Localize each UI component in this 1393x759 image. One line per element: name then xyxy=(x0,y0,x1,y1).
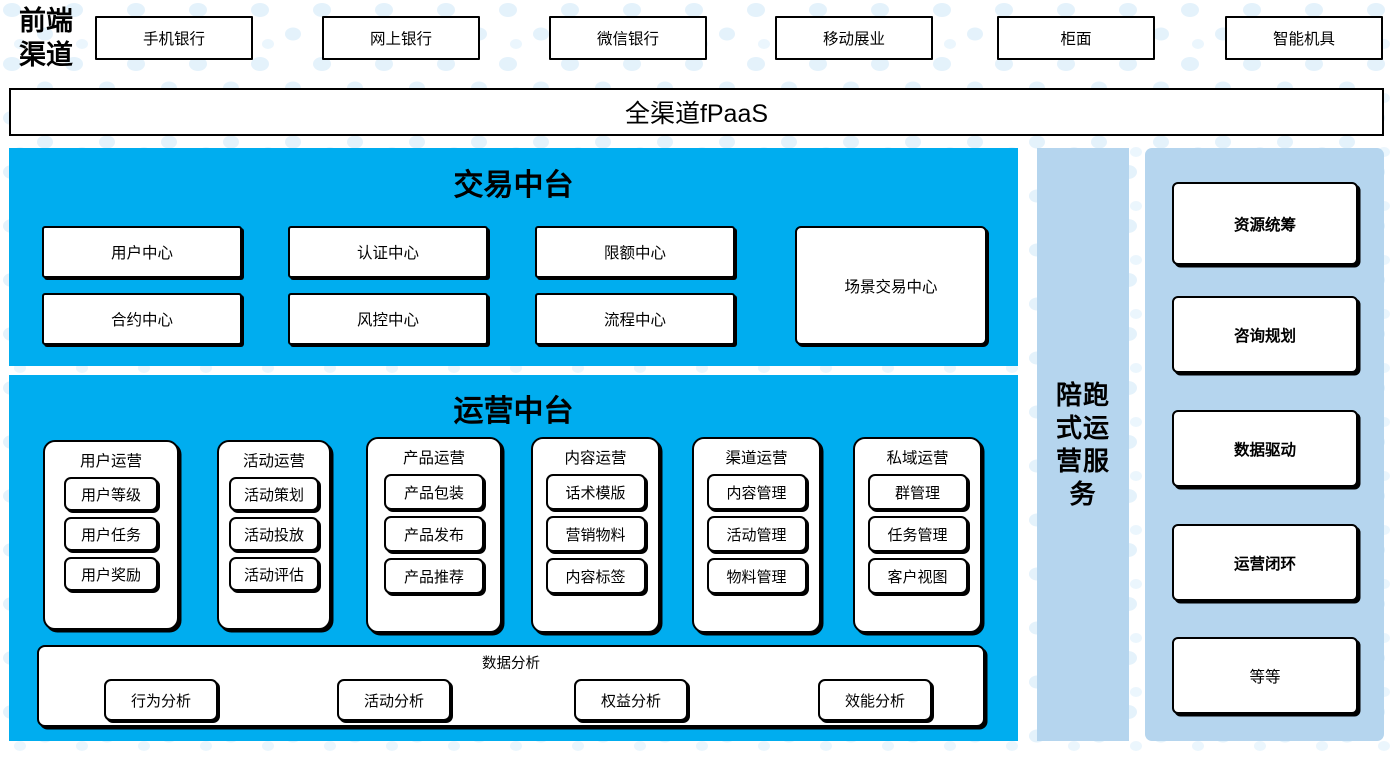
service-rail-label: 陪跑 式运 营服 务 xyxy=(1050,379,1116,511)
op-card-content-operation[interactable]: 内容运营 话术模版 营销物料 内容标签 xyxy=(531,437,660,633)
op-sub-item[interactable]: 活动管理 xyxy=(706,516,807,552)
channel-label: 移动展业 xyxy=(822,31,885,48)
trade-box-label: 合约中心 xyxy=(110,312,173,329)
service-rail-label-line: 务 xyxy=(1069,478,1097,509)
data-analysis-item-activity[interactable]: 活动分析 xyxy=(337,679,451,721)
op-sub-item[interactable]: 产品推荐 xyxy=(384,558,484,594)
channel-label: 手机银行 xyxy=(142,31,205,48)
trade-box-limit-center[interactable]: 限额中心 xyxy=(535,226,735,278)
op-sub-item[interactable]: 活动投放 xyxy=(229,517,319,551)
front-channel-label: 前端 渠道 xyxy=(4,2,88,74)
data-analysis-item-behavior[interactable]: 行为分析 xyxy=(104,679,218,721)
op-card-channel-operation[interactable]: 渠道运营 内容管理 活动管理 物料管理 xyxy=(692,437,821,633)
channel-label: 智能机具 xyxy=(1272,31,1335,48)
operation-platform-title: 运营中台 xyxy=(453,395,574,428)
service-rail-panel: 陪跑 式运 营服 务 xyxy=(1037,148,1129,741)
channel-label: 网上银行 xyxy=(369,31,432,48)
data-analysis-title: 数据分析 xyxy=(482,656,540,672)
channel-wechat-bank[interactable]: 微信银行 xyxy=(549,16,707,60)
channel-label: 柜面 xyxy=(1060,31,1092,48)
service-rail-label-line: 陪跑 xyxy=(1055,379,1110,410)
front-channel-label-line2: 渠道 xyxy=(19,40,73,70)
op-card-title: 用户运营 xyxy=(79,453,142,470)
data-analysis-item-label: 效能分析 xyxy=(844,692,905,710)
trade-box-scene-transaction-center[interactable]: 场景交易中心 xyxy=(795,226,987,345)
op-sub-item[interactable]: 用户等级 xyxy=(64,477,158,511)
op-sub-item[interactable]: 活动策划 xyxy=(229,477,319,511)
op-sub-item[interactable]: 活动评估 xyxy=(229,557,319,591)
data-analysis-item-efficiency[interactable]: 效能分析 xyxy=(818,679,932,721)
service-rail-label-line: 式运 xyxy=(1055,412,1110,443)
service-card-etc[interactable]: 等等 xyxy=(1172,637,1358,714)
trade-box-risk-center[interactable]: 风控中心 xyxy=(288,293,488,345)
trade-box-label: 认证中心 xyxy=(356,245,419,262)
trade-box-process-center[interactable]: 流程中心 xyxy=(535,293,735,345)
op-card-private-domain-operation[interactable]: 私域运营 群管理 任务管理 客户视图 xyxy=(853,437,982,633)
op-sub-item[interactable]: 群管理 xyxy=(867,474,968,510)
op-sub-item[interactable]: 用户任务 xyxy=(64,517,158,551)
op-sub-item[interactable]: 任务管理 xyxy=(867,516,968,552)
data-analysis-item-label: 行为分析 xyxy=(130,692,191,710)
op-card-product-operation[interactable]: 产品运营 产品包装 产品发布 产品推荐 xyxy=(366,437,502,633)
trade-platform-title: 交易中台 xyxy=(453,169,574,202)
trade-box-auth-center[interactable]: 认证中心 xyxy=(288,226,488,278)
channel-online-bank[interactable]: 网上银行 xyxy=(322,16,480,60)
data-analysis-item-benefit[interactable]: 权益分析 xyxy=(574,679,688,721)
trade-box-label: 场景交易中心 xyxy=(844,278,938,296)
fpaas-bar-label: 全渠道fPaaS xyxy=(624,100,769,128)
trade-box-label: 风控中心 xyxy=(356,312,419,329)
service-card-label: 咨询规划 xyxy=(1233,327,1296,345)
op-sub-item[interactable]: 客户视图 xyxy=(867,558,968,594)
channel-mobile-bank[interactable]: 手机银行 xyxy=(95,16,253,60)
service-card-operation-closed-loop[interactable]: 运营闭环 xyxy=(1172,524,1358,601)
trade-box-label: 流程中心 xyxy=(603,312,666,329)
service-card-label: 资源统筹 xyxy=(1233,216,1296,234)
channel-label: 微信银行 xyxy=(596,31,659,48)
trade-box-contract-center[interactable]: 合约中心 xyxy=(42,293,242,345)
service-card-resource-coordination[interactable]: 资源统筹 xyxy=(1172,182,1358,265)
op-card-title: 渠道运营 xyxy=(725,450,788,467)
op-sub-item[interactable]: 用户奖励 xyxy=(64,557,158,591)
op-card-title: 私域运营 xyxy=(886,450,949,467)
op-card-title: 产品运营 xyxy=(402,450,465,467)
trade-box-label: 用户中心 xyxy=(110,245,173,262)
channel-counter[interactable]: 柜面 xyxy=(997,16,1155,60)
op-sub-item[interactable]: 话术模版 xyxy=(545,474,646,510)
data-analysis-item-label: 活动分析 xyxy=(363,692,424,710)
channel-mobile-business[interactable]: 移动展业 xyxy=(775,16,933,60)
op-sub-item[interactable]: 营销物料 xyxy=(545,516,646,552)
service-card-label: 等等 xyxy=(1249,668,1281,686)
trade-box-label: 限额中心 xyxy=(603,245,666,262)
op-sub-item[interactable]: 产品包装 xyxy=(384,474,484,510)
op-sub-item[interactable]: 物料管理 xyxy=(706,558,807,594)
service-rail-label-line: 营服 xyxy=(1055,445,1110,476)
op-sub-item[interactable]: 内容管理 xyxy=(706,474,807,510)
op-sub-item[interactable]: 产品发布 xyxy=(384,516,484,552)
service-card-data-driven[interactable]: 数据驱动 xyxy=(1172,410,1358,487)
op-sub-item[interactable]: 内容标签 xyxy=(545,558,646,594)
op-card-activity-operation[interactable]: 活动运营 活动策划 活动投放 活动评估 xyxy=(217,440,331,630)
op-card-user-operation[interactable]: 用户运营 用户等级 用户任务 用户奖励 xyxy=(43,440,179,630)
trade-box-user-center[interactable]: 用户中心 xyxy=(42,226,242,278)
data-analysis-item-label: 权益分析 xyxy=(600,692,661,710)
fpaas-bar[interactable]: 全渠道fPaaS xyxy=(9,88,1384,136)
op-card-title: 内容运营 xyxy=(564,450,627,467)
service-card-label: 运营闭环 xyxy=(1233,555,1296,573)
service-card-label: 数据驱动 xyxy=(1233,441,1296,459)
service-card-consulting-planning[interactable]: 咨询规划 xyxy=(1172,296,1358,373)
op-card-title: 活动运营 xyxy=(242,453,305,470)
front-channel-label-line1: 前端 xyxy=(19,6,73,36)
channel-smart-machine[interactable]: 智能机具 xyxy=(1225,16,1383,60)
